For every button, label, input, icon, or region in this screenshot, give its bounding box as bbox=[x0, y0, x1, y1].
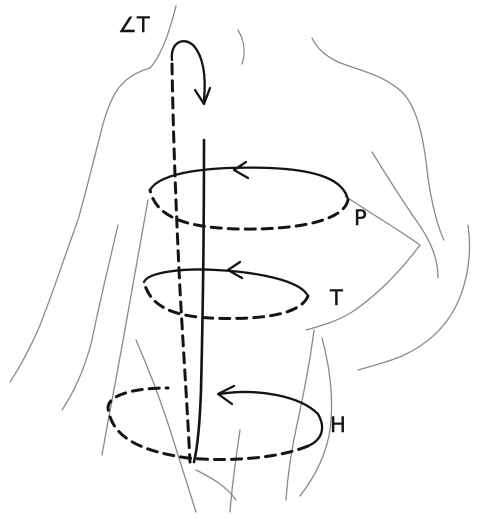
upper-ring bbox=[150, 162, 348, 229]
top-hook-curve bbox=[172, 41, 205, 100]
lower-ring-label: H bbox=[330, 413, 346, 437]
right-arm-line bbox=[358, 225, 470, 370]
lower-ring-front-dashed bbox=[108, 388, 308, 460]
top-rotation-arrow bbox=[172, 41, 210, 104]
middle-ring-back-arc bbox=[144, 270, 308, 297]
upper-ring-arrowhead bbox=[234, 162, 248, 178]
lower-ring-back-arc bbox=[220, 392, 322, 446]
middle-ring-front-dashed bbox=[144, 282, 308, 318]
vertical-axis-solid bbox=[194, 140, 204, 462]
upper-ring-label: P bbox=[354, 206, 367, 230]
right-neck-shoulder-line bbox=[312, 38, 444, 240]
middle-ring-label: T bbox=[329, 286, 343, 310]
right-torso-upper-line bbox=[372, 152, 438, 278]
middle-ring bbox=[144, 262, 308, 318]
top-arrowhead bbox=[195, 88, 210, 104]
right-waist-line bbox=[286, 330, 314, 500]
left-shoulder-line bbox=[10, 68, 150, 382]
right-hip-line bbox=[300, 338, 332, 496]
top-label: ∠T bbox=[118, 13, 150, 37]
lower-ring-arrowhead bbox=[218, 386, 234, 404]
upper-ring-back-arc bbox=[150, 168, 348, 200]
right-neck-short-line bbox=[238, 30, 244, 64]
body-outline bbox=[10, 6, 470, 512]
vertical-axis-dashed bbox=[172, 64, 190, 462]
groin-crease-line bbox=[196, 470, 236, 500]
upper-ring-front-dashed bbox=[150, 190, 348, 229]
left-arm-inner-line bbox=[62, 225, 118, 410]
middle-ring-arrowhead bbox=[228, 262, 242, 278]
lower-ring bbox=[108, 386, 322, 460]
